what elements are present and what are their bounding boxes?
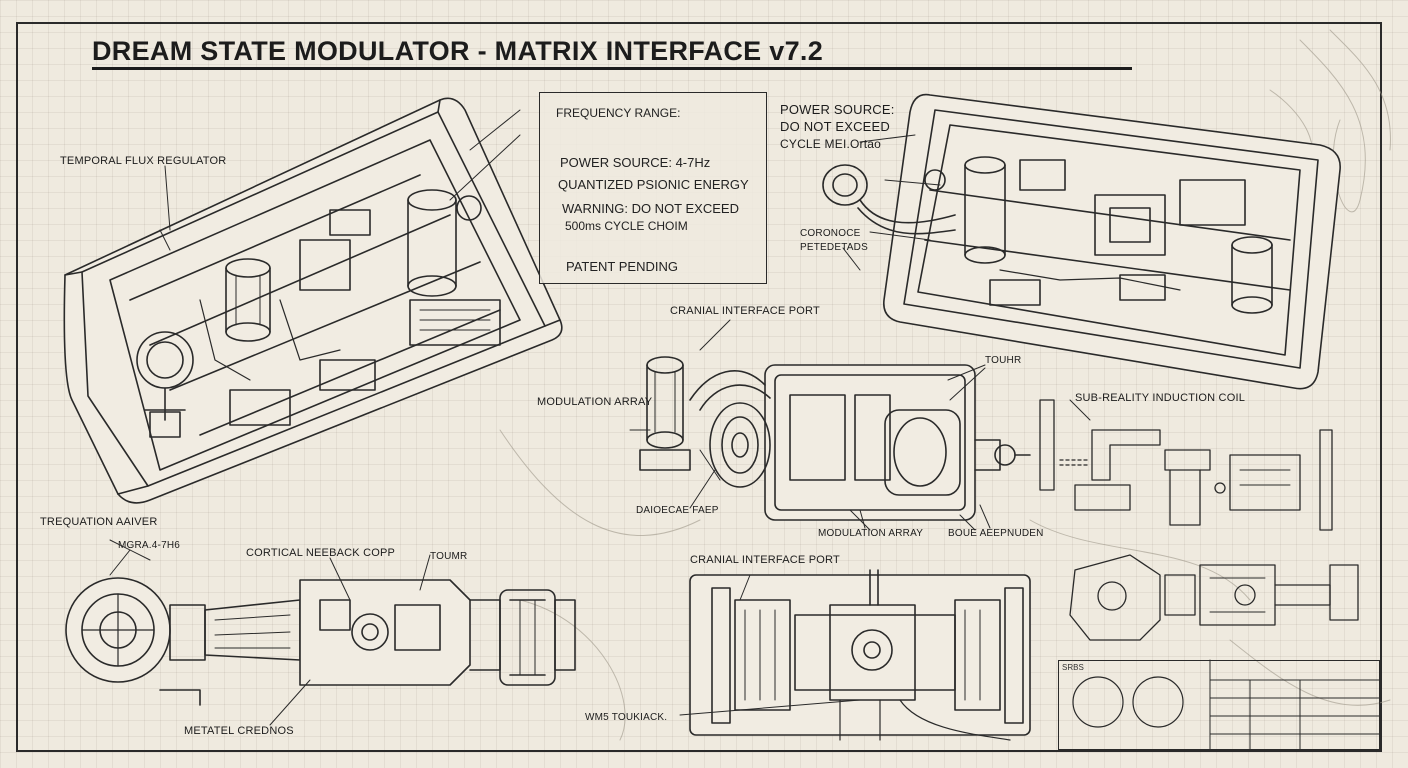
label-touhr: TOUHR bbox=[985, 355, 1022, 366]
power-source-unit bbox=[822, 93, 1341, 390]
flux-core bbox=[299, 239, 351, 291]
label-cranial-interface-bottom: CRANIAL INTERFACE PORT bbox=[690, 554, 840, 566]
label-mgra: MGRA.4-7H6 bbox=[118, 540, 181, 551]
label-temporal-flux-regulator: TEMPORAL FLUX REGULATOR bbox=[60, 155, 227, 167]
spec-line-1: POWER SOURCE: 4-7Hz bbox=[560, 155, 711, 170]
power-coupler bbox=[822, 164, 956, 235]
modulation-board bbox=[789, 394, 846, 481]
spec-heading: FREQUENCY RANGE: bbox=[556, 106, 681, 120]
sub-reality-induction-coil bbox=[1039, 399, 1333, 531]
power-cylinder-left bbox=[964, 156, 1006, 264]
flux-cylinder-b bbox=[407, 189, 482, 297]
label-toumr: TOUMR bbox=[430, 551, 468, 562]
leader-lines bbox=[109, 134, 1091, 726]
spec-line-2: QUANTIZED PSIONIC ENERGY bbox=[558, 177, 749, 192]
label-do-not-exceed: DO NOT EXCEED bbox=[780, 119, 890, 134]
label-power-source: POWER SOURCE: bbox=[780, 102, 895, 117]
flux-circuit-board bbox=[409, 299, 501, 346]
page-title: DREAM STATE MODULATOR - MATRIX INTERFACE… bbox=[92, 36, 824, 66]
flux-cylinder-a bbox=[225, 258, 271, 342]
spec-line-4: 500ms CYCLE CHOIM bbox=[565, 219, 688, 233]
power-cylinder-right bbox=[1231, 236, 1273, 314]
flux-coil bbox=[136, 331, 194, 438]
label-daioecae-faep: DAIOECAE FAEP bbox=[636, 505, 719, 516]
label-modulation-array-left: MODULATION ARRAY bbox=[537, 396, 653, 408]
cortical-feedback-assembly bbox=[65, 577, 576, 706]
power-core bbox=[1094, 194, 1166, 256]
spec-line-5: PATENT PENDING bbox=[566, 259, 678, 274]
induction-drive-assembly bbox=[1069, 554, 1359, 641]
title-block-drawing bbox=[1072, 659, 1381, 751]
label-coronoce: CORONOCE bbox=[800, 228, 861, 239]
label-sub-reality-coil: SUB-REALITY INDUCTION COIL bbox=[1075, 392, 1246, 404]
title-block bbox=[1058, 660, 1380, 750]
title-underline bbox=[92, 67, 1132, 70]
label-cortical-feedback: CORTICAL NEEBACK COPP bbox=[246, 547, 396, 559]
spec-line-3: WARNING: DO NOT EXCEED bbox=[562, 201, 739, 216]
label-modulation-array-bottom: MODULATION ARRAY bbox=[818, 528, 924, 539]
label-cycle: CYCLE MEI.Ortao bbox=[780, 137, 882, 151]
modulation-array-unit bbox=[639, 356, 1031, 531]
title-block-label: SRBS bbox=[1062, 663, 1084, 672]
label-cranial-interface-top: CRANIAL INTERFACE PORT bbox=[670, 305, 820, 317]
temporal-flux-unit bbox=[63, 97, 563, 504]
spec-box bbox=[539, 92, 767, 284]
label-trequation-aaiver: TREQUATION AAIVER bbox=[40, 516, 158, 528]
drawing-border bbox=[16, 22, 1382, 752]
label-petedetads: PETEDETADS bbox=[800, 242, 868, 253]
label-wm5-toukiack: WM5 TOUKIACK. bbox=[585, 712, 668, 723]
label-boue-aeepnuden: BOUE AEEPNUDEN bbox=[948, 528, 1044, 539]
modulation-tube bbox=[639, 356, 691, 471]
label-metatel-crednos: METATEL CREDNOS bbox=[184, 725, 294, 737]
modulation-rotor bbox=[709, 402, 771, 488]
cranial-interface-assembly bbox=[689, 569, 1031, 741]
